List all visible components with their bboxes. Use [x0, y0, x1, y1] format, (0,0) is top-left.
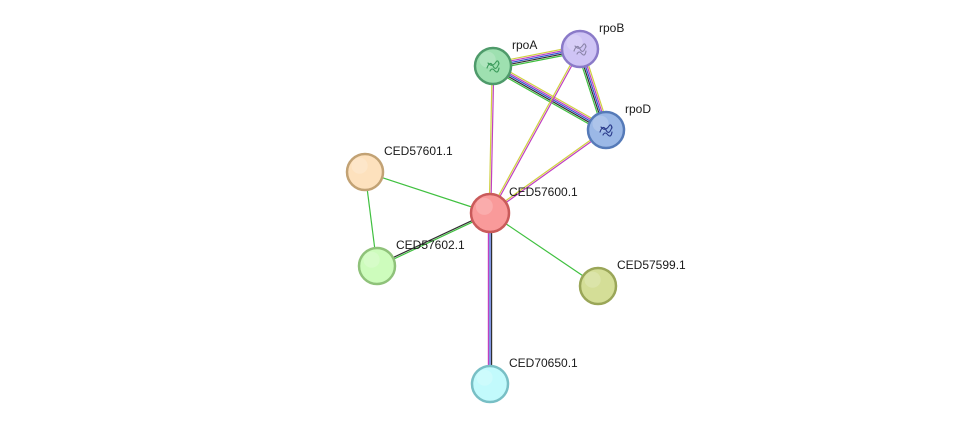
node-circle: [357, 246, 397, 286]
node-label: CED57599.1: [617, 258, 686, 272]
edge-evidence-line: [491, 68, 605, 134]
protein-structure-icon: [486, 60, 500, 73]
edge-evidence-line: [491, 66, 606, 132]
node-label: rpoD: [625, 102, 651, 116]
edge-ced57600-1-ced57601-1[interactable]: [364, 171, 491, 214]
node-rpoa[interactable]: rpoA: [473, 38, 537, 86]
edge-ced57600-1-rpob[interactable]: [488, 48, 582, 214]
node-ced57600-1[interactable]: CED57600.1: [469, 185, 578, 234]
edge-ced57600-1-rpoa[interactable]: [488, 65, 495, 214]
node-highlight: [584, 271, 601, 288]
node-ced57599-1[interactable]: CED57599.1: [578, 258, 686, 306]
node-ced70650-1[interactable]: CED70650.1: [470, 356, 578, 404]
node-circle: [469, 192, 511, 234]
protein-structure-icon: [573, 43, 587, 56]
node-label: CED57602.1: [396, 238, 465, 252]
node-label: rpoB: [599, 21, 624, 35]
edge-evidence-line: [490, 66, 495, 214]
node-label: CED57600.1: [509, 185, 578, 199]
node-rpod[interactable]: rpoD: [586, 102, 651, 150]
edge-ced57600-1-rpod[interactable]: [489, 128, 607, 215]
nodes-layer: CED57600.1 rpoA rpoB rpoD CED57601.1CED57602…: [345, 21, 686, 404]
edge-rpoa-rpod[interactable]: [491, 62, 608, 134]
node-label: CED70650.1: [509, 356, 578, 370]
node-highlight: [351, 157, 368, 174]
edge-ced57600-1-ced57599-1[interactable]: [489, 212, 599, 287]
node-ced57602-1[interactable]: CED57602.1: [357, 238, 465, 286]
edge-evidence-line: [488, 48, 580, 213]
edge-evidence-line: [492, 65, 607, 131]
edge-ced57600-1-ced70650-1[interactable]: [487, 213, 493, 384]
edge-ced57600-1-ced57602-1[interactable]: [376, 211, 491, 268]
edge-evidence-line: [377, 213, 491, 268]
edge-evidence-line: [488, 65, 493, 213]
edge-evidence-line: [364, 171, 491, 214]
node-label: rpoA: [512, 38, 537, 52]
protein-structure-icon: [599, 124, 613, 137]
edge-evidence-line: [489, 128, 606, 213]
node-circle: [470, 364, 510, 404]
edge-evidence-line: [490, 130, 607, 215]
edge-evidence-line: [493, 64, 608, 130]
node-highlight: [476, 369, 493, 386]
node-circle: [345, 152, 385, 192]
node-ced57601-1[interactable]: CED57601.1: [345, 144, 453, 192]
edge-evidence-line: [376, 211, 490, 266]
node-circle: [578, 266, 618, 306]
edge-evidence-line: [490, 49, 582, 214]
edge-evidence-line: [489, 212, 599, 287]
node-label: CED57601.1: [384, 144, 453, 158]
node-rpob[interactable]: rpoB: [560, 21, 624, 69]
edge-evidence-line: [494, 62, 608, 128]
node-highlight: [363, 251, 380, 268]
node-highlight: [475, 197, 493, 215]
